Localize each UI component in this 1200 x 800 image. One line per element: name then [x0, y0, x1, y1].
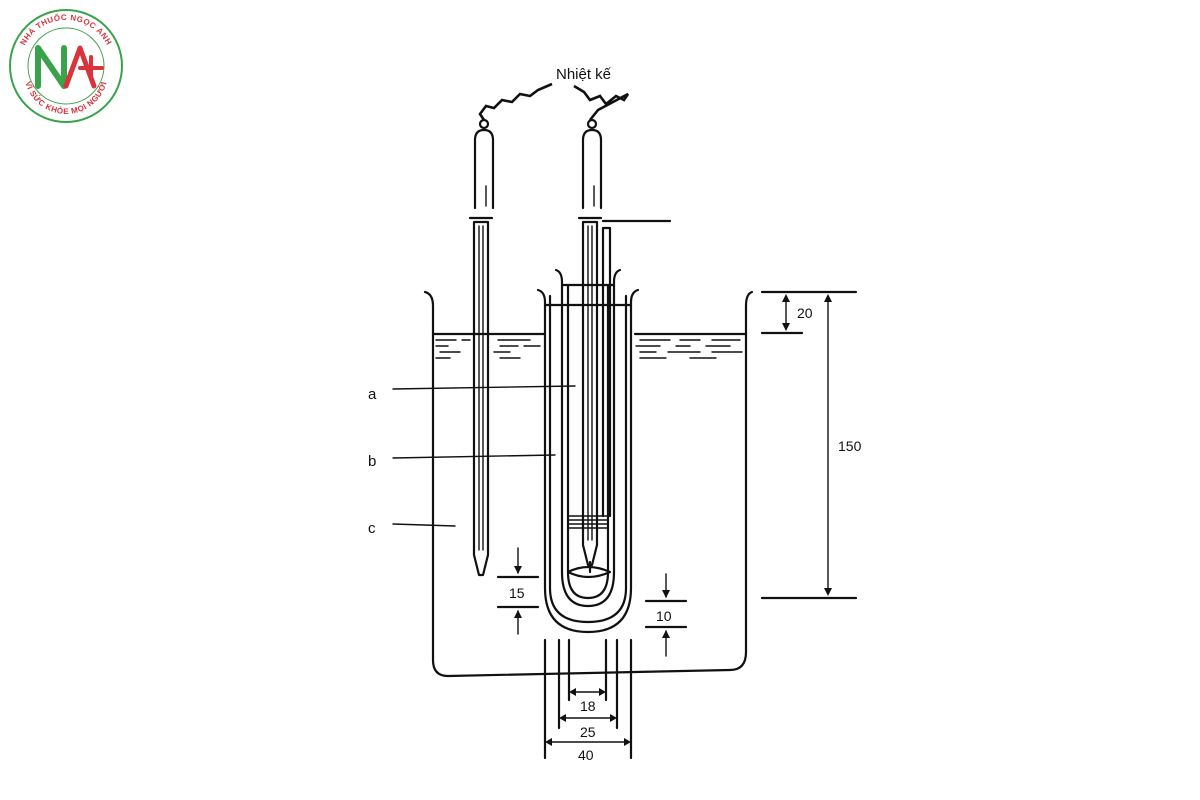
dimension-thermo-gap-label: 15	[509, 585, 525, 601]
jacket-tube	[536, 288, 640, 634]
right-thermometer-wire	[573, 84, 630, 121]
left-thermometer-head	[473, 128, 495, 210]
label-b: b	[368, 453, 376, 470]
outer-liquid-hatching	[435, 339, 743, 359]
inner-tube-inner-wall	[566, 283, 610, 600]
dimension-bottom-gap-label: 10	[656, 608, 672, 624]
inner-test-tube	[554, 268, 622, 608]
dimension-outer-diameter: 40	[578, 747, 594, 763]
leader-b	[392, 454, 556, 459]
thermometer-label: Nhiệt kế	[556, 66, 612, 83]
right-thermometer	[577, 118, 603, 567]
right-thermometer-head	[581, 128, 603, 210]
inner-tube-outer-wall	[554, 268, 622, 608]
stirrer-ring	[566, 565, 612, 579]
outer-beaker	[423, 290, 754, 678]
inner-liquid-lines	[567, 515, 609, 529]
dimension-diameters	[543, 638, 633, 760]
label-a: a	[368, 386, 377, 403]
leader-a	[392, 385, 576, 390]
dimension-thermo-gap	[496, 547, 540, 635]
left-thermometer	[468, 118, 495, 577]
dimension-top-gap: 20	[797, 305, 813, 321]
dimension-height	[760, 290, 858, 600]
jacket-outer-wall	[536, 288, 640, 634]
left-thermometer-wire	[478, 82, 553, 121]
right-thermometer-stem	[581, 220, 599, 567]
outer-beaker-wall	[423, 290, 754, 678]
stirrer	[566, 219, 672, 579]
leader-c	[392, 523, 456, 527]
dimension-height-label: 150	[838, 438, 862, 454]
jacket-inner-wall	[548, 294, 628, 624]
dimension-middle-diameter: 25	[580, 724, 596, 740]
logo-plus-icon	[78, 55, 104, 81]
dimension-bottom-gap	[644, 573, 688, 657]
dimension-inner-diameter: 18	[580, 698, 596, 714]
label-c: c	[368, 520, 376, 537]
logo-n-letter-icon	[35, 45, 67, 89]
logo-inner-ring-icon	[27, 27, 105, 105]
pharmacy-logo: NHÀ THUỐC NGỌC ANH VÌ SỨC KHỎE MỌI NGƯỜI	[9, 9, 123, 123]
left-thermometer-stem	[472, 220, 490, 577]
stirrer-rod	[601, 219, 672, 518]
